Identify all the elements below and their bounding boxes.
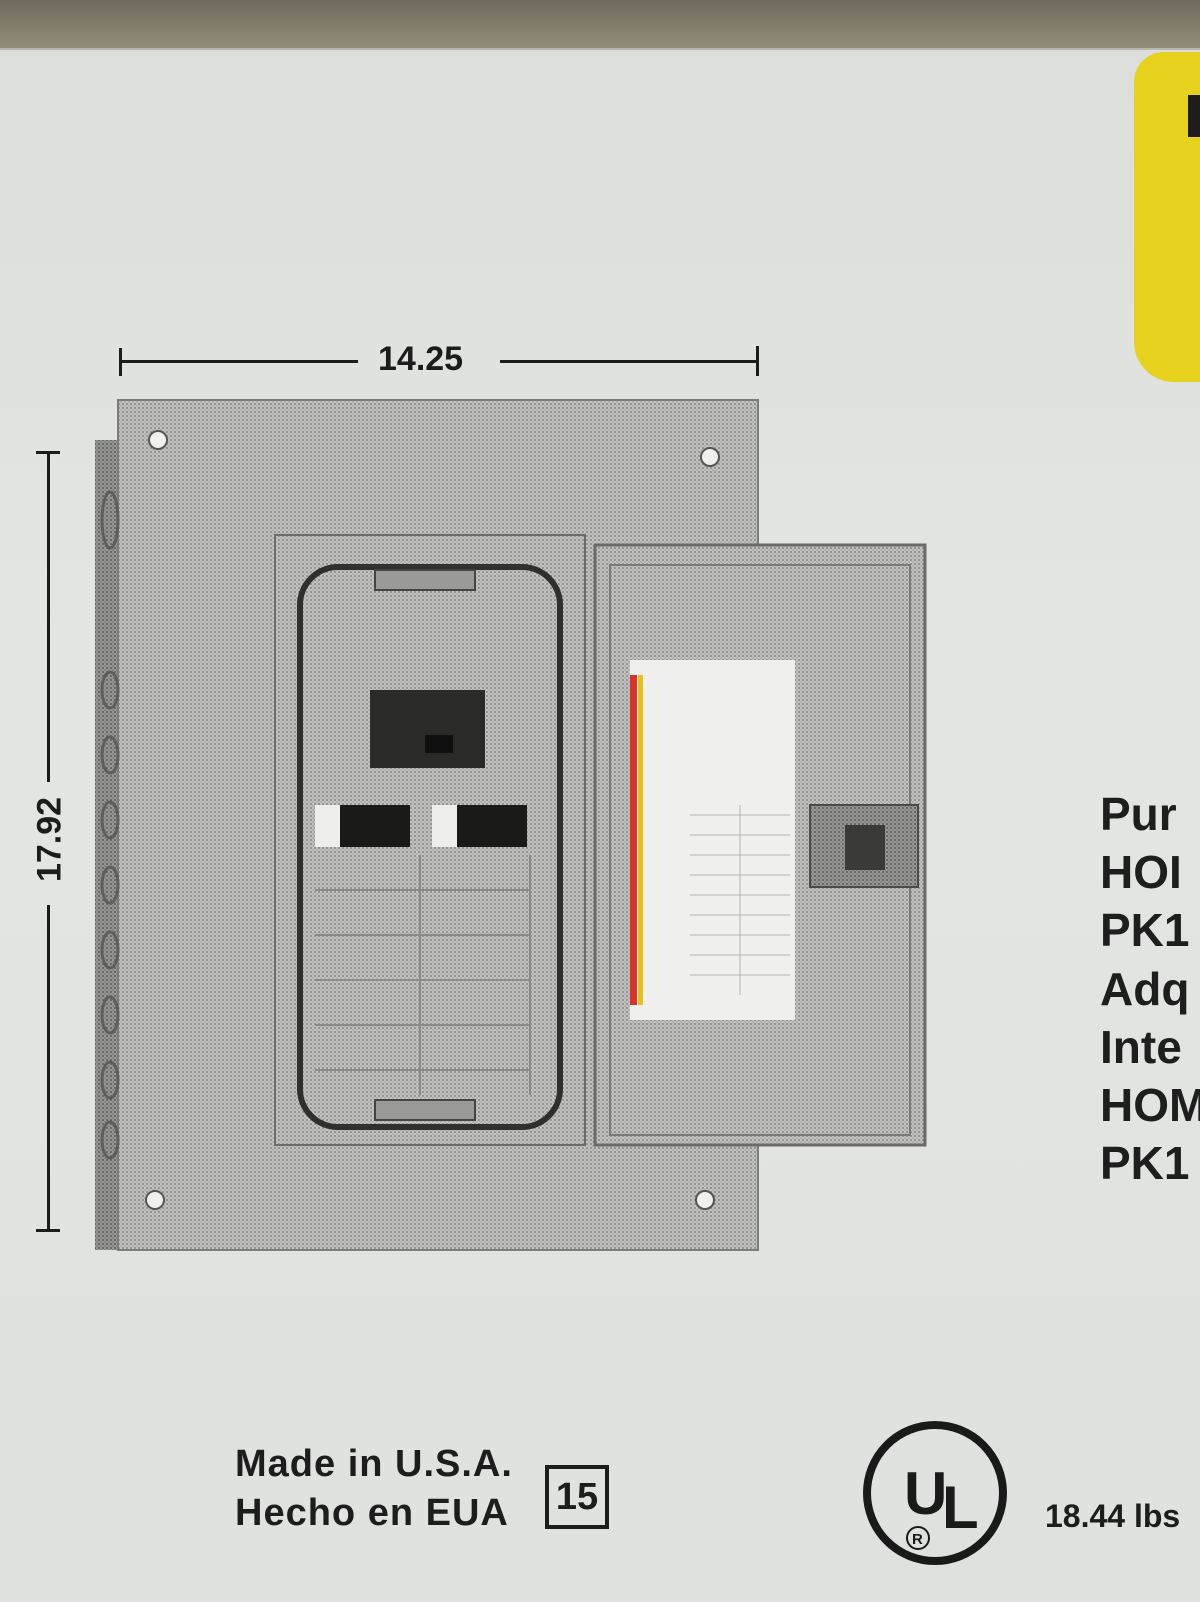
breaker-window bbox=[297, 564, 563, 1130]
top-clip bbox=[374, 569, 476, 591]
door-directory-label bbox=[630, 660, 795, 1020]
knockouts bbox=[100, 490, 120, 1160]
height-dimension-tick-bottom bbox=[36, 1229, 60, 1232]
load-center-illustration bbox=[95, 399, 927, 1251]
width-dimension-label: 14.25 bbox=[378, 340, 464, 378]
branch-breaker-left-tag bbox=[315, 805, 340, 847]
country-code-box: 15 bbox=[545, 1465, 609, 1529]
warning-stripe-red bbox=[630, 675, 637, 1005]
main-breaker-handle bbox=[425, 735, 453, 753]
side-text-line-1: Pur bbox=[1100, 788, 1177, 840]
height-dimension-line-top bbox=[47, 452, 50, 782]
ul-logo-letter-u: U bbox=[904, 1460, 947, 1527]
height-dimension-label: 17.92 bbox=[30, 796, 69, 883]
label-grid bbox=[690, 805, 790, 995]
made-in-english: Made in U.S.A. bbox=[235, 1443, 513, 1485]
side-text-line-3: PK1 bbox=[1100, 904, 1190, 956]
breaker-slots bbox=[315, 855, 531, 1095]
side-text-line-6: HOM bbox=[1100, 1079, 1200, 1131]
warning-stripe-yellow bbox=[638, 675, 643, 1005]
latch-knob bbox=[845, 825, 885, 870]
width-dimension-tick-right bbox=[756, 346, 759, 376]
side-text-line-5: Inte bbox=[1100, 1021, 1182, 1073]
side-text-line-7: PK1 bbox=[1100, 1137, 1190, 1189]
made-in-spanish: Hecho en EUA bbox=[235, 1492, 509, 1534]
side-text-line-4: Adq bbox=[1100, 963, 1190, 1015]
width-dimension-tick-left bbox=[119, 348, 122, 376]
side-text-line-2: HOI bbox=[1100, 846, 1182, 898]
height-dimension-line-bottom bbox=[47, 905, 50, 1230]
product-weight: 18.44 lbs bbox=[1045, 1498, 1181, 1534]
branch-breaker-right-tag bbox=[432, 805, 457, 847]
mounting-holes bbox=[145, 430, 720, 1210]
main-breaker bbox=[370, 690, 485, 768]
bottom-clip bbox=[374, 1099, 476, 1121]
brand-mark-fragment bbox=[1188, 95, 1200, 137]
height-dimension-tick-top bbox=[36, 451, 60, 454]
width-dimension-line-left bbox=[120, 360, 358, 363]
registered-mark: R bbox=[912, 1531, 923, 1548]
width-dimension-line-right bbox=[500, 360, 758, 363]
ul-certification-logo: U L R bbox=[863, 1421, 1007, 1565]
ul-logo-letter-l: L bbox=[942, 1474, 979, 1541]
